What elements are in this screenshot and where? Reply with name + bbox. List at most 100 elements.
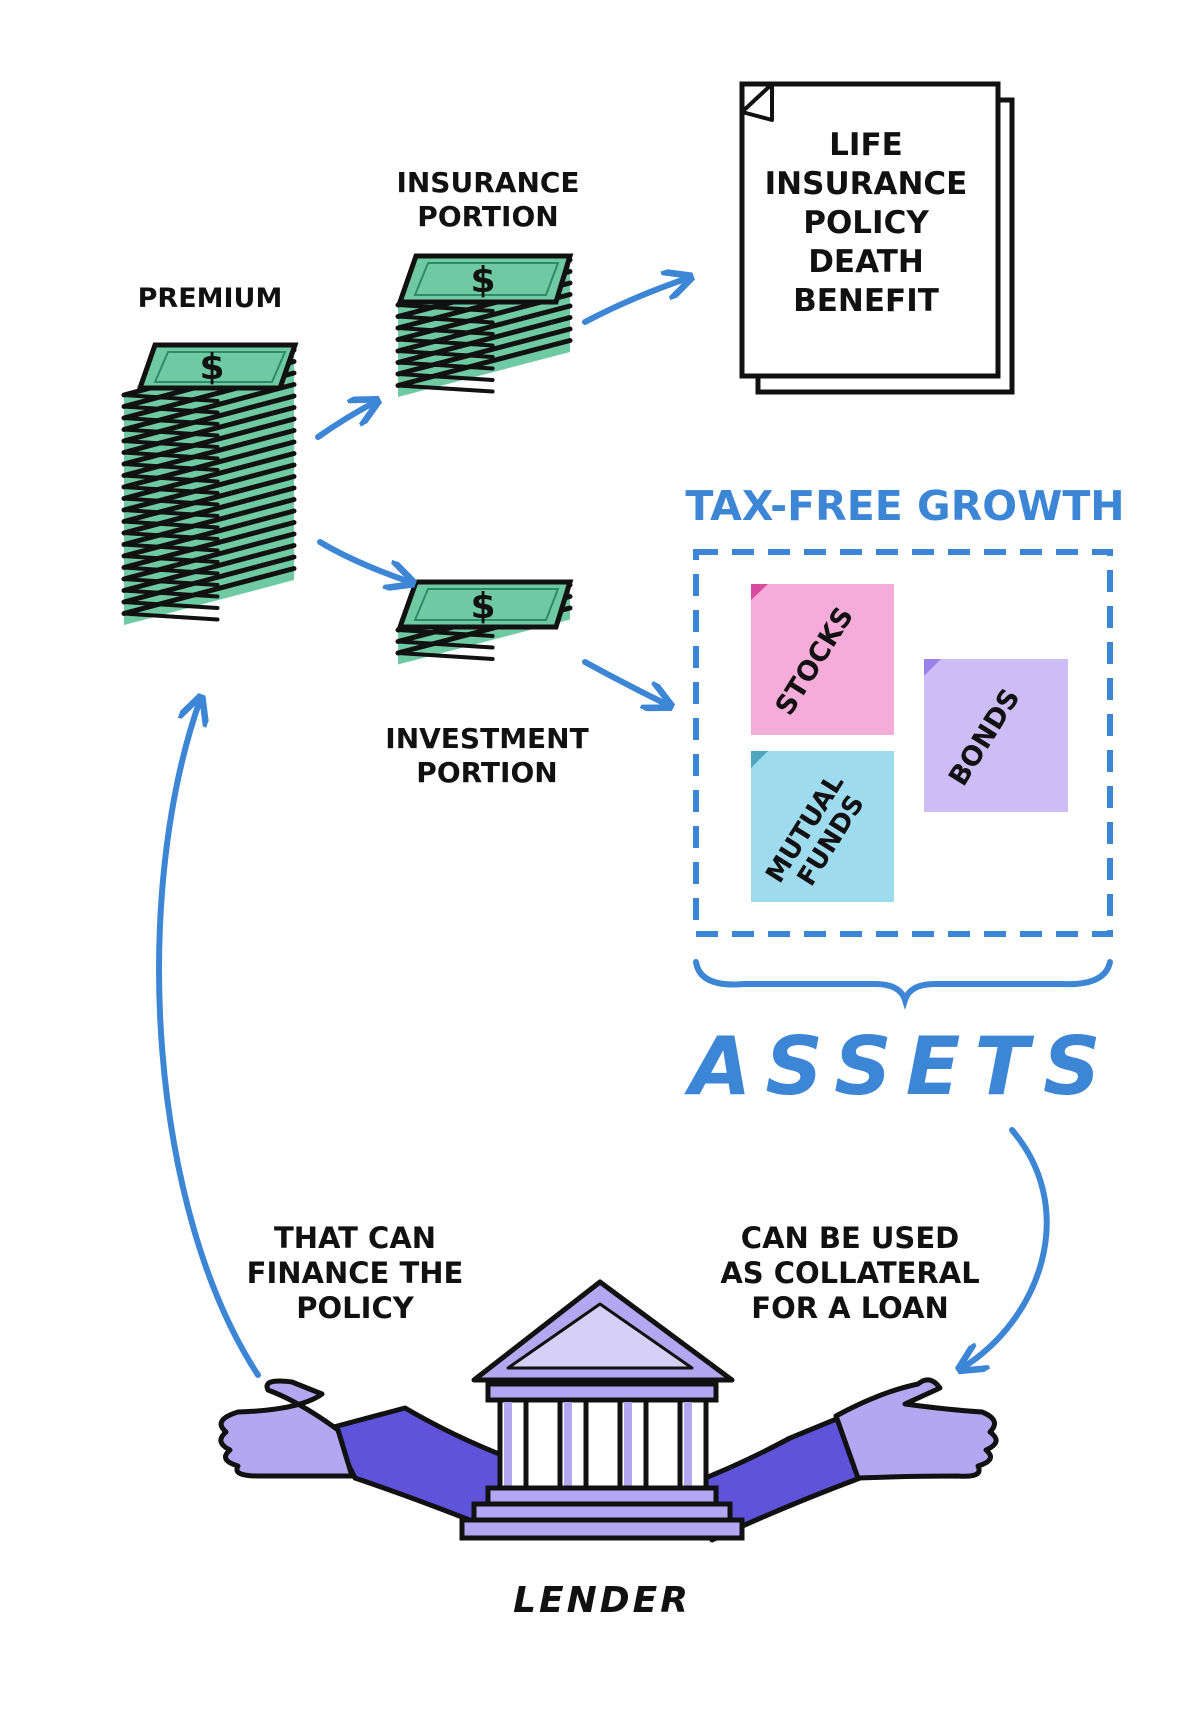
bank-column	[677, 1397, 709, 1491]
bill-edge	[121, 543, 297, 593]
corner-fold-icon	[924, 659, 941, 676]
bill-edge-front	[396, 337, 495, 348]
bill-edge	[395, 315, 573, 365]
policy-line-3: POLICY	[803, 205, 929, 241]
collateral-text-line2: AS COLLATERAL	[720, 1256, 979, 1290]
mutual-funds-note: MUTUAL FUNDS	[751, 751, 894, 902]
left-hand-icon	[218, 1378, 355, 1479]
premium-label: PREMIUM	[138, 283, 283, 314]
bill-edge-front	[122, 416, 220, 426]
bill-edge-front	[122, 577, 220, 587]
lender-label: LENDER	[513, 1580, 691, 1621]
bill-edge	[121, 393, 297, 444]
bill-edge-front	[122, 393, 220, 403]
assets-heading: ASSETS	[683, 1020, 1114, 1113]
bill-edge	[395, 326, 573, 377]
investment-portion-label-line1: INVESTMENT	[385, 722, 588, 755]
bill-edge	[121, 566, 297, 616]
bill-edge	[121, 416, 297, 467]
bill-edge-front	[122, 462, 220, 472]
policy-line-1: LIFE	[829, 127, 903, 163]
bill-edge-front	[396, 372, 495, 382]
finance-text-line3: POLICY	[296, 1291, 414, 1325]
bill-edge-front	[122, 588, 220, 599]
flow-arrows	[156, 278, 1050, 1378]
bill-edge-front	[122, 473, 220, 484]
bill-edge	[121, 520, 297, 570]
policy-document: LIFE INSURANCE POLICY DEATH BENEFIT	[739, 81, 1015, 395]
bill-edge	[121, 405, 297, 455]
dollar-sign-icon: $	[199, 347, 224, 388]
policy-line-4: DEATH	[808, 244, 924, 280]
policy-line-2: INSURANCE	[765, 166, 968, 202]
right-hand-icon	[833, 1377, 999, 1481]
arrow-premium-to-investment	[317, 539, 410, 582]
arrow-premium-to-insurance	[315, 402, 375, 440]
bill-edge-front	[122, 450, 220, 461]
dollar-sign-icon: $	[470, 260, 495, 301]
premium-money-stack: $	[121, 342, 299, 625]
bill-edge-front	[396, 314, 495, 325]
bill-edge	[395, 338, 573, 388]
bill-edge-front	[122, 485, 220, 495]
investment-money-stack: $	[395, 579, 574, 665]
bill-edge-front	[122, 508, 220, 518]
tax-free-growth-heading: TAX-FREE GROWTH	[685, 482, 1124, 530]
bill-edge	[121, 428, 297, 478]
bill-edge-front	[396, 639, 495, 650]
bank-column-shade	[684, 1402, 692, 1486]
bill-edge	[121, 554, 297, 605]
collateral-text-line3: FOR A LOAN	[751, 1291, 948, 1325]
bill-edge-front	[122, 519, 220, 530]
bill-edge-front	[396, 326, 495, 336]
bill-edge	[121, 485, 297, 536]
assets-curly-brace	[693, 959, 1113, 1011]
premium-top-bill: $	[136, 342, 299, 391]
insurance-top-bill: $	[396, 253, 574, 305]
bank-column-shade	[504, 1402, 512, 1486]
bank-column	[497, 1397, 529, 1491]
investment-top-bill: $	[396, 579, 574, 630]
bill-edge-front	[122, 600, 220, 610]
bank-column-shade	[564, 1402, 572, 1486]
stocks-note: STOCKS	[751, 584, 894, 735]
arrow-lender-to-premium	[156, 700, 261, 1378]
premium-stack-bills	[121, 347, 297, 625]
dollar-sign-icon: $	[470, 586, 495, 627]
bill-edge	[121, 474, 297, 524]
investment-portion-label-line2: PORTION	[416, 756, 557, 789]
folded-corner-icon	[740, 82, 774, 122]
bill-edge-front	[122, 496, 220, 507]
bill-edge-front	[122, 565, 220, 576]
bill-edge	[121, 382, 297, 432]
bill-edge-front	[396, 651, 495, 661]
corner-fold-icon	[751, 584, 768, 600]
bill-edge-front	[396, 383, 495, 394]
bank-column	[557, 1397, 589, 1491]
finance-text-line1: THAT CAN	[274, 1221, 436, 1255]
insurance-portion-label-line2: PORTION	[417, 200, 558, 233]
bill-edge	[121, 497, 297, 547]
policy-line-5: BENEFIT	[793, 283, 939, 319]
bill-edge-front	[122, 439, 220, 449]
bank-column-shade	[624, 1402, 632, 1486]
bank-entablature	[485, 1381, 719, 1403]
bill-edge-front	[122, 404, 220, 415]
insurance-money-stack: $	[395, 253, 574, 397]
bank-steps	[459, 1517, 745, 1541]
bill-edge	[121, 439, 297, 490]
bill-edge	[121, 462, 297, 513]
bill-edge	[395, 303, 573, 354]
insurance-portion-label-line1: INSURANCE	[396, 166, 579, 199]
arrow-investment-to-assets	[582, 659, 668, 705]
bill-edge-front	[122, 554, 220, 564]
bank-columns	[497, 1397, 709, 1491]
bill-edge-front	[122, 542, 220, 553]
bill-edge	[121, 508, 297, 559]
finance-text-line2: FINANCE THE	[247, 1256, 464, 1290]
bill-edge-front	[396, 360, 495, 371]
bank-column	[617, 1397, 649, 1491]
arrow-insurance-to-policy	[582, 278, 688, 325]
arrow-assets-to-lender	[962, 1127, 1050, 1368]
